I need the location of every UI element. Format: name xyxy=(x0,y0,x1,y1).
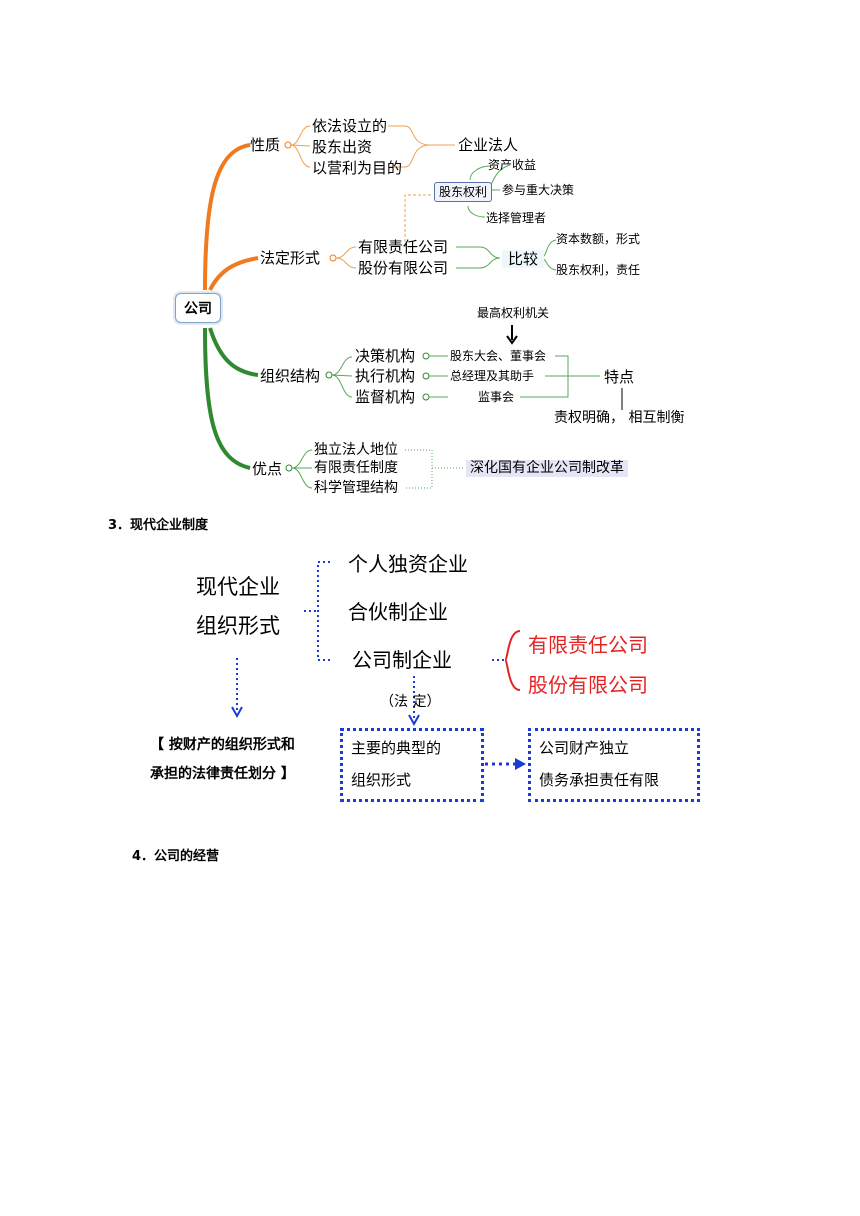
legal-form-item: 有限责任公司 xyxy=(358,238,449,256)
advantage-item: 独立法人地位 xyxy=(314,442,398,458)
structure-member: 监事会 xyxy=(478,390,515,404)
modern-enterprise-title: 组织形式 xyxy=(196,614,280,638)
shareholder-right-item: 资产收益 xyxy=(488,158,537,172)
compare-node: 比较 xyxy=(502,250,545,268)
structure-body: 执行机构 xyxy=(355,367,416,385)
company-feature-text: 公司财产独立 xyxy=(539,739,630,757)
structure-top-note: 最高权利机关 xyxy=(477,306,550,320)
structure-feature-text: 责权明确， 相互制衡 xyxy=(554,410,685,426)
advantage-item: 有限责任制度 xyxy=(314,460,398,476)
enterprise-type: 合伙制企业 xyxy=(348,600,448,624)
typical-form-box: 主要的典型的 组织形式 xyxy=(340,728,484,802)
nature-item: 以营利为目的 xyxy=(312,159,403,177)
legal-note: （法 定） xyxy=(380,694,441,710)
shareholder-right-item: 参与重大决策 xyxy=(502,183,575,197)
compare-item: 资本数额，形式 xyxy=(556,232,641,246)
shareholder-rights-node: 股东权利 xyxy=(434,182,493,202)
section3-heading: 3．现代企业制度 xyxy=(108,518,209,533)
branch-nature-label: 性质 xyxy=(250,136,281,154)
classification-note: 承担的法律责任划分 】 xyxy=(150,766,295,782)
enterprise-type: 个人独资企业 xyxy=(348,552,468,576)
structure-member: 总经理及其助手 xyxy=(450,369,535,383)
mindmap-root: 公司 xyxy=(175,293,221,323)
company-feature-box: 公司财产独立 债务承担责任有限 xyxy=(528,728,700,802)
branch-advantages-label: 优点 xyxy=(252,460,283,478)
structure-feature-label: 特点 xyxy=(604,368,635,386)
typical-form-text: 主要的典型的 xyxy=(351,739,442,757)
enterprise-type: 公司制企业 xyxy=(352,648,452,672)
nature-result: 企业法人 xyxy=(458,136,519,154)
structure-member: 股东大会、董事会 xyxy=(450,349,547,363)
advantages-result: 深化国有企业公司制改革 xyxy=(466,460,628,477)
legal-form-item: 股份有限公司 xyxy=(358,259,449,277)
compare-item: 股东权利，责任 xyxy=(556,263,641,277)
typical-form-text: 组织形式 xyxy=(351,771,412,789)
classification-note: 【 按财产的组织形式和 xyxy=(150,737,295,753)
branch-structure-label: 组织结构 xyxy=(260,367,321,385)
branch-legal-form-label: 法定形式 xyxy=(260,249,321,267)
company-feature-text: 债务承担责任有限 xyxy=(539,771,660,789)
structure-body: 监督机构 xyxy=(355,388,416,406)
section4-heading: 4．公司的经营 xyxy=(132,849,220,864)
company-type: 股份有限公司 xyxy=(528,673,648,697)
advantage-item: 科学管理结构 xyxy=(314,480,398,496)
nature-item: 股东出资 xyxy=(312,138,373,156)
nature-item: 依法设立的 xyxy=(312,117,388,135)
company-type: 有限责任公司 xyxy=(528,633,648,657)
structure-body: 决策机构 xyxy=(355,347,416,365)
shareholder-right-item: 选择管理者 xyxy=(486,211,547,225)
modern-enterprise-title: 现代企业 xyxy=(196,575,280,599)
